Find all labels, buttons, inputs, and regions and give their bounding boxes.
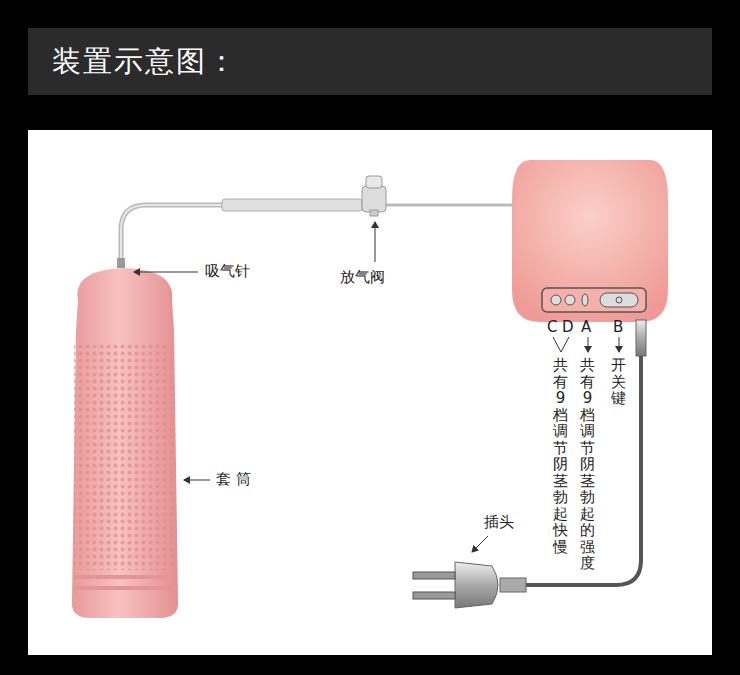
button-letter: A <box>581 318 591 336</box>
button-letter: B <box>613 318 623 336</box>
vertical-note: 开关键 <box>611 357 626 407</box>
part-label: 套 筒 <box>216 470 251 489</box>
vertical-note: 共有9档调节阴茎勃起快慢 <box>553 357 568 555</box>
part-label: 插头 <box>484 513 514 532</box>
vertical-note: 共有9档调节阴茎勃起的强度 <box>580 357 595 572</box>
button-letter: C <box>547 318 557 336</box>
part-label: 放气阀 <box>340 268 385 287</box>
part-label: 吸气针 <box>205 262 250 281</box>
diagram-title: 装置示意图： <box>52 42 238 82</box>
button-letter: D <box>562 318 574 336</box>
